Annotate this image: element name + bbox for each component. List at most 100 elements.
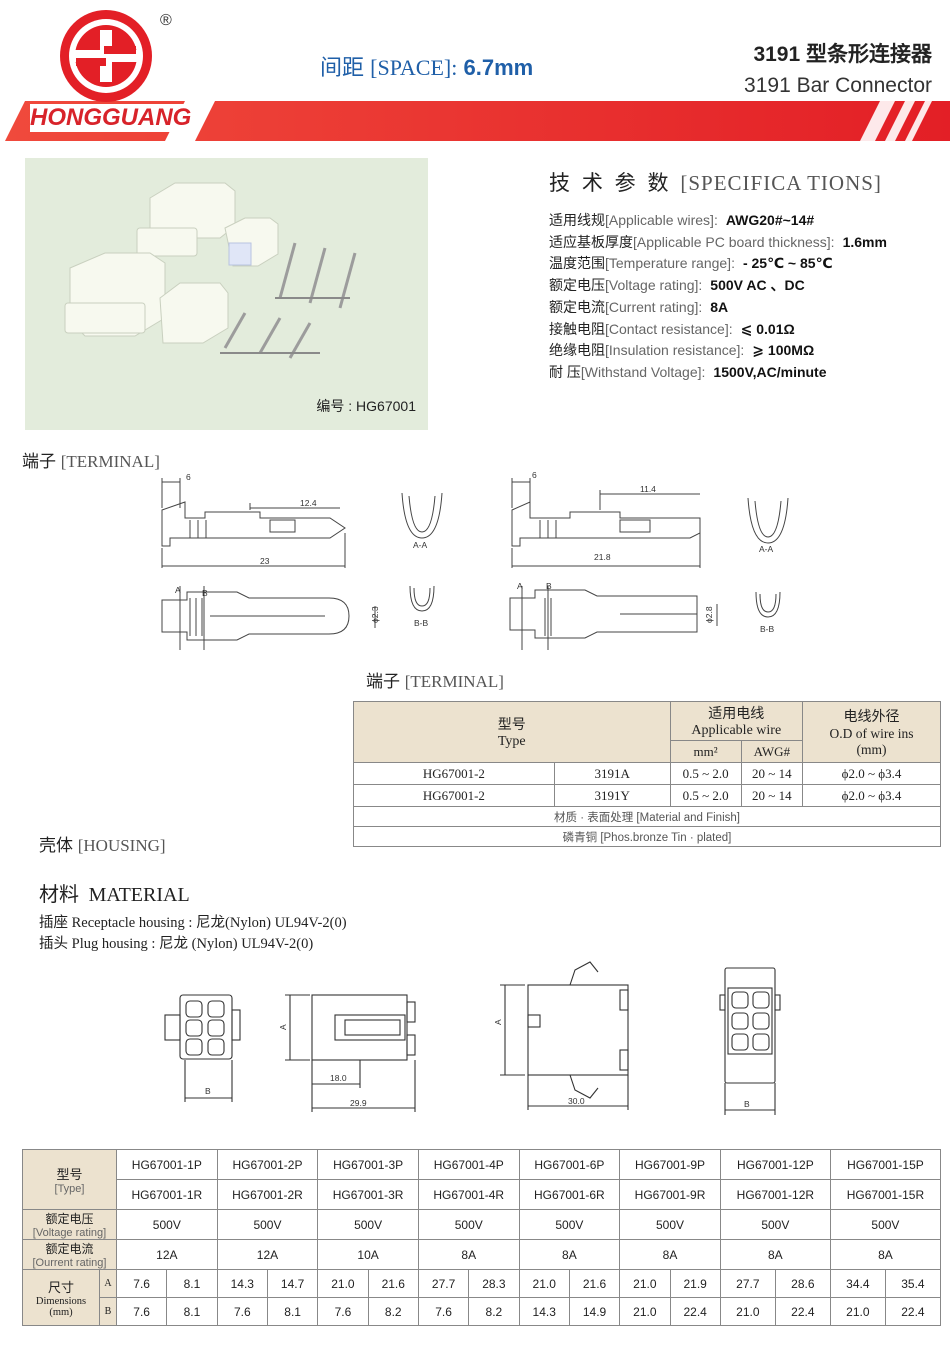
dim-a-value: 28.6 (774, 1269, 831, 1298)
housing-drawings: B A 18.0 29.9 A 30.0 B (164, 961, 781, 1115)
model-p: HG67001-15P (829, 1149, 942, 1180)
dim-a-value: 21.6 (568, 1269, 621, 1298)
header-red-band (0, 101, 950, 141)
left-mark-a: A (175, 585, 181, 595)
spec-value: ⩾ 100MΩ (752, 342, 815, 359)
spec-item: 温度范围[Temperature range]:- 25℃ ~ 85℃ (549, 253, 887, 275)
spec-item: 接触电阻[Contact resistance]:⩽ 0.01Ω (549, 319, 887, 341)
left-dim-a: 6 (186, 472, 191, 482)
voltage-value: 500V (417, 1209, 520, 1240)
terminal-table-heading-en: [TERMINAL] (404, 672, 504, 691)
spec-label-cn: 额定电流 (549, 298, 605, 315)
housing-table: 型号 [Type] HG67001-1P HG67001-2P HG67001-… (22, 1149, 942, 1326)
spec-value: ⩽ 0.01Ω (740, 320, 795, 337)
table-header-row: 型号 Type 适用电线 Applicable wire 电线外径 O.D of… (353, 701, 941, 763)
material-heading: 材料 MATERIAL (39, 878, 347, 907)
dim-b-value: 7.6 (115, 1297, 168, 1326)
row-type: HG67001-2 (353, 784, 555, 807)
voltage-label-en: [Voltage rating] (32, 1227, 107, 1239)
voltage-value: 500V (719, 1209, 831, 1240)
row-mm2: 0.5 ~ 2.0 (669, 762, 742, 785)
row-od: ϕ2.0 ~ ϕ3.4 (802, 784, 941, 807)
type-header-cn: 型号 (497, 716, 526, 732)
d2-dim1: 18.0 (330, 1073, 347, 1083)
material-heading-en: MATERIAL (88, 884, 190, 906)
material-label-row: 材质 · 表面处理 [Material and Finish] (353, 806, 941, 827)
wire-header-cn: 适用电线 (708, 705, 765, 721)
spec-value: AWG20#~14# (725, 212, 815, 228)
spec-value: 8A (710, 298, 729, 315)
left-sec-aa: A-A (413, 540, 428, 550)
awg-header: AWG# (740, 740, 804, 763)
left-dim-c: 23 (260, 556, 270, 566)
product-title-cn: 3191 型条形连接器 (753, 43, 932, 66)
spec-item: 适用线规[Applicable wires]:AWG20#~14# (549, 210, 887, 232)
housing-heading-en: [HOUSING] (77, 836, 166, 855)
specs-heading: 技 术 参 数 [SPECIFICA TIONS] (549, 167, 882, 197)
left-dia: ϕ2.3 (370, 606, 380, 623)
voltage-value: 500V (619, 1209, 721, 1240)
material-line-receptacle: 插座 Receptacle housing : 尼龙(Nylon) UL94V-… (39, 915, 347, 931)
model-r: HG67001-6R (518, 1179, 621, 1210)
row-mm2: 0.5 ~ 2.0 (669, 784, 742, 807)
spacing-label-en: [SPACE]: (370, 55, 458, 80)
spec-label-en: [Applicable wires]: (605, 212, 718, 228)
od-header-unit: (mm) (856, 742, 887, 757)
dim-b-value: 22.4 (884, 1297, 942, 1326)
dim-a-value: 35.4 (884, 1269, 942, 1298)
spacing-value: 6.7mm (463, 55, 534, 80)
od-header-cn: 电线外径 (843, 708, 900, 724)
terminal-table-heading: 端子 [TERMINAL] (366, 667, 504, 692)
spec-label-en: [Withstand Voltage]: (580, 363, 706, 380)
dim-b-value: 7.6 (317, 1297, 369, 1326)
dim-b-value: 22.4 (669, 1297, 721, 1326)
models-r-row: HG67001-1R HG67001-2R HG67001-3R HG67001… (23, 1179, 942, 1210)
specs-heading-cn: 技 术 参 数 (549, 172, 672, 195)
row-awg: 20 ~ 14 (740, 762, 804, 785)
mm2-header: mm² (669, 740, 742, 763)
dim-a-value: 7.6 (115, 1269, 168, 1298)
d2-dim2: 29.9 (350, 1098, 367, 1108)
row-type: HG67001-2 (353, 762, 555, 785)
spacing-label-cn: 间距 (320, 55, 365, 80)
model-p: HG67001-4P (417, 1149, 520, 1180)
spec-label-en: [Insulation resistance]: (605, 342, 745, 359)
current-row: 额定电流 [Ourrent rating] 12A 12A 10A 8A 8A … (22, 1239, 942, 1270)
right-mark-a: A (517, 581, 523, 591)
photo-caption: 编号 : HG67001 (316, 398, 416, 414)
dim-a-value: 21.0 (518, 1269, 570, 1298)
specs-list: 适用线规[Applicable wires]:AWG20#~14# 适应基板厚度… (549, 210, 887, 384)
specs-heading-en: [SPECIFICA TIONS] (680, 171, 882, 195)
spec-item: 额定电流[Current rating]:8A (549, 297, 887, 319)
spec-value: 500V AC 、DC (710, 277, 805, 294)
model-p: HG67001-6P (518, 1149, 621, 1180)
current-label-en: [Ourrent rating] (32, 1257, 107, 1269)
right-dim-b: 11.4 (640, 484, 656, 494)
dim-a-value: 21.6 (367, 1269, 419, 1298)
spec-label-cn: 温度范围 (549, 255, 605, 272)
model-r: HG67001-2R (216, 1179, 319, 1210)
spec-label-en: [Voltage rating]: (605, 277, 703, 294)
model-r: HG67001-12R (719, 1179, 831, 1210)
housing-section-heading: 壳体 [HOUSING] (39, 831, 166, 856)
dim-b-value: 14.9 (568, 1297, 621, 1326)
right-sec-bb: B-B (760, 624, 775, 634)
current-value: 8A (518, 1239, 621, 1270)
left-mark-b: B (202, 588, 208, 598)
spacing-label: 间距 [SPACE]: 6.7mm (320, 50, 533, 82)
dim-a-value: 27.7 (417, 1269, 470, 1298)
brand-logo-icon (60, 10, 152, 102)
wire-header: 适用电线 Applicable wire (669, 701, 804, 741)
d3-dim1: 30.0 (568, 1096, 585, 1106)
model-r: HG67001-3R (317, 1179, 419, 1210)
voltage-value: 500V (216, 1209, 319, 1240)
type-label-en: [Type] (54, 1183, 85, 1195)
right-mark-b: B (546, 581, 552, 591)
dim-a-row: 尺寸 Dimensions (mm) A 7.6 8.1 14.3 14.7 2… (22, 1269, 942, 1326)
dim-b-value: 21.0 (829, 1297, 886, 1326)
right-sec-aa: A-A (759, 544, 774, 554)
current-value: 10A (317, 1239, 419, 1270)
d2-label-a: A (278, 1024, 288, 1030)
dim-b-value: 8.1 (166, 1297, 218, 1326)
table-row: HG67001-2 3191A 0.5 ~ 2.0 20 ~ 14 ϕ2.0 ~… (353, 762, 941, 785)
